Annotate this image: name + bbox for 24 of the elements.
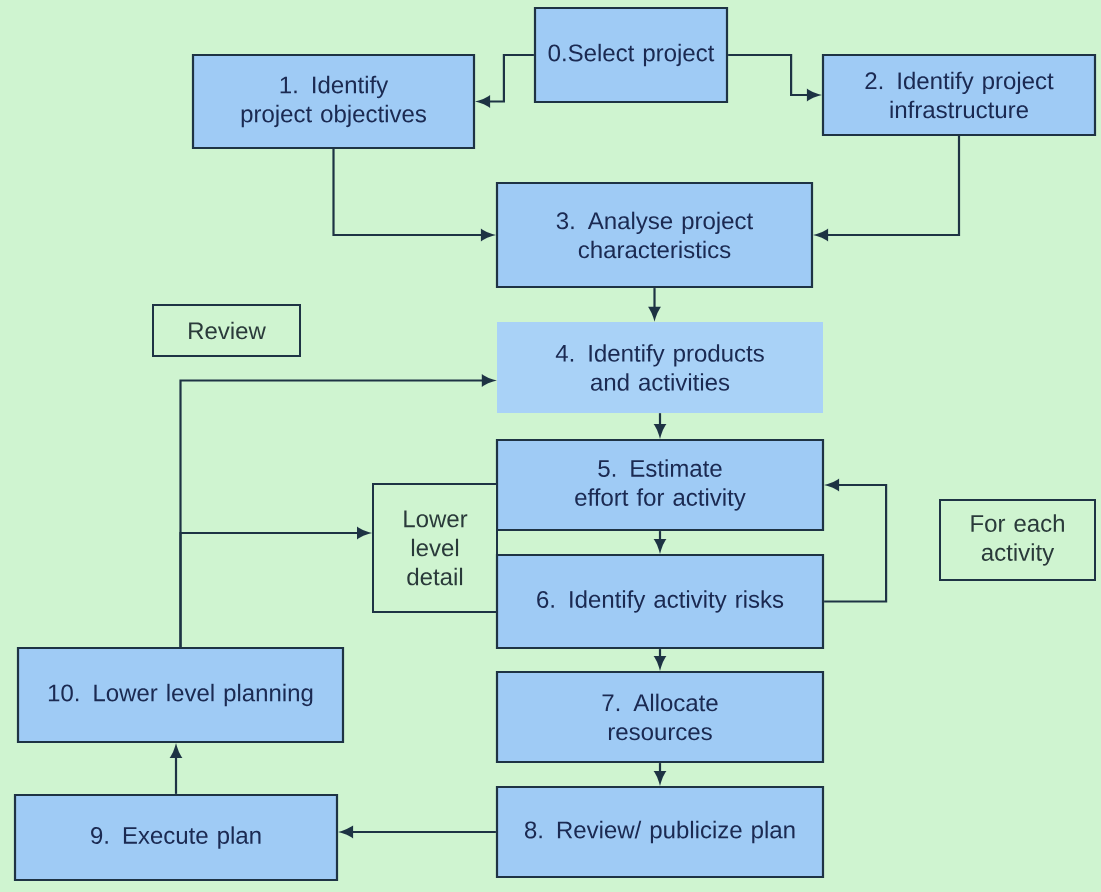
process-box: 2. Identify project infrastructure: [821, 53, 1097, 137]
process-box: 5. Estimate effort for activity: [495, 438, 825, 532]
arrow: [332, 149, 494, 241]
process-box: 8. Review/ publicize plan: [495, 785, 825, 879]
process-box: 7. Allocate resources: [495, 670, 825, 764]
arrow: [340, 826, 496, 838]
arrow: [815, 136, 961, 241]
arrow: [170, 745, 182, 794]
arrow: [654, 649, 666, 668]
arrow: [824, 479, 888, 603]
process-box: 3. Analyse project characteristics: [495, 181, 814, 289]
arrow: [654, 531, 666, 551]
process-box: 1. Identify project objectives: [191, 53, 476, 150]
process-box: 10. Lower level planning: [16, 646, 345, 744]
arrow: [654, 413, 666, 437]
process-box: 6. Identify activity risks: [495, 553, 825, 650]
process-box: 9. Execute plan: [13, 793, 339, 882]
process-box: 4. Identify products and activities: [497, 322, 823, 413]
arrow: [654, 763, 666, 783]
note-box: Review: [152, 304, 301, 357]
arrow: [728, 53, 820, 101]
note-box: For each activity: [939, 499, 1096, 581]
process-box: 0.Select project: [533, 6, 729, 104]
arrow: [477, 53, 534, 107]
